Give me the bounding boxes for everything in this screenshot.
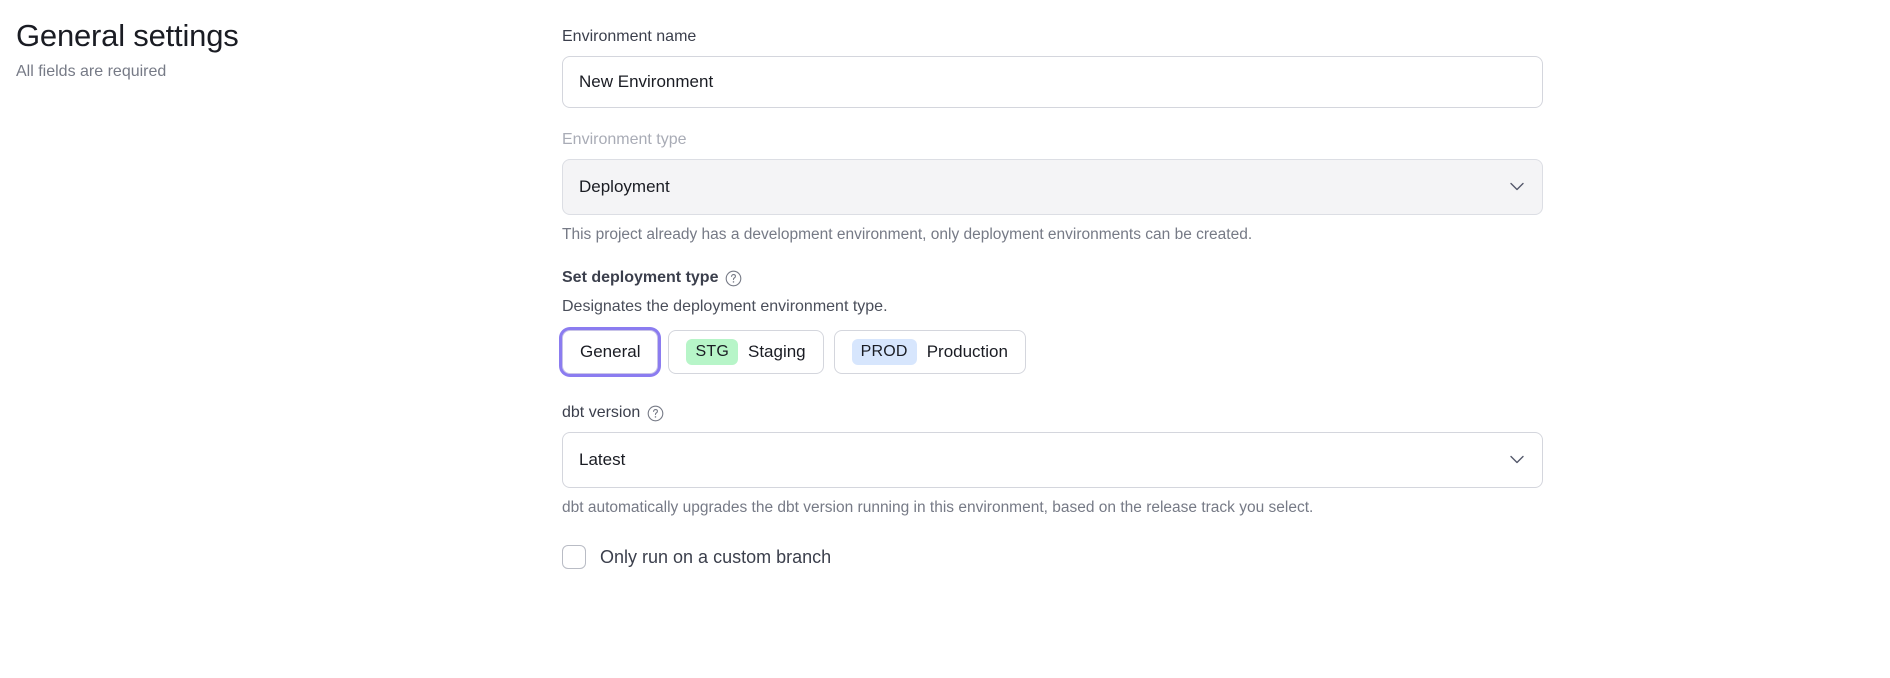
- environment-type-field-group: Environment type Deployment This project…: [562, 129, 1543, 246]
- chevron-down-icon: [1510, 455, 1524, 465]
- environment-name-input[interactable]: New Environment: [562, 56, 1543, 108]
- settings-header-column: General settings All fields are required: [16, 16, 516, 84]
- settings-form-column: Environment name New Environment Environ…: [562, 26, 1543, 569]
- deployment-type-label-row: Set deployment type: [562, 267, 1543, 289]
- question-circle-icon[interactable]: [647, 405, 664, 422]
- deployment-type-option-general[interactable]: General: [562, 330, 659, 374]
- deployment-type-option-production[interactable]: PROD Production: [833, 330, 1026, 374]
- dbt-version-value: Latest: [579, 450, 626, 469]
- dbt-version-label-row: dbt version: [562, 402, 1543, 424]
- environment-type-value: Deployment: [579, 177, 670, 196]
- environment-type-select[interactable]: Deployment: [562, 159, 1543, 215]
- environment-name-label: Environment name: [562, 28, 697, 45]
- deployment-type-label: Set deployment type: [562, 269, 719, 286]
- environment-name-field-group: Environment name New Environment: [562, 26, 1543, 108]
- page-subtitle: All fields are required: [16, 63, 167, 80]
- dbt-version-label: dbt version: [562, 404, 641, 421]
- custom-branch-label: Only run on a custom branch: [600, 546, 832, 567]
- deployment-type-field-group: Set deployment type Designates the deplo…: [562, 267, 1543, 374]
- deployment-type-options: General STG Staging PROD Production: [562, 330, 1543, 374]
- deployment-type-option-production-label: Production: [926, 342, 1008, 361]
- deployment-type-option-general-label: General: [580, 342, 641, 361]
- environment-type-label: Environment type: [562, 131, 687, 148]
- dbt-version-select[interactable]: Latest: [562, 432, 1543, 488]
- page-title: General settings: [16, 18, 239, 53]
- production-badge: PROD: [851, 339, 917, 365]
- question-circle-icon[interactable]: [725, 270, 742, 287]
- deployment-type-description: Designates the deployment environment ty…: [562, 298, 888, 315]
- environment-type-helper-text: This project already has a development e…: [562, 226, 1253, 243]
- deployment-type-option-staging[interactable]: STG Staging: [668, 330, 824, 374]
- deployment-type-option-staging-label: Staging: [747, 342, 806, 361]
- chevron-down-icon: [1510, 182, 1524, 192]
- custom-branch-row[interactable]: Only run on a custom branch: [562, 545, 1543, 569]
- dbt-version-field-group: dbt version Latest dbt automatica: [562, 402, 1543, 519]
- dbt-version-helper-text: dbt automatically upgrades the dbt versi…: [562, 499, 1314, 516]
- staging-badge: STG: [686, 339, 738, 365]
- custom-branch-checkbox[interactable]: [562, 545, 586, 569]
